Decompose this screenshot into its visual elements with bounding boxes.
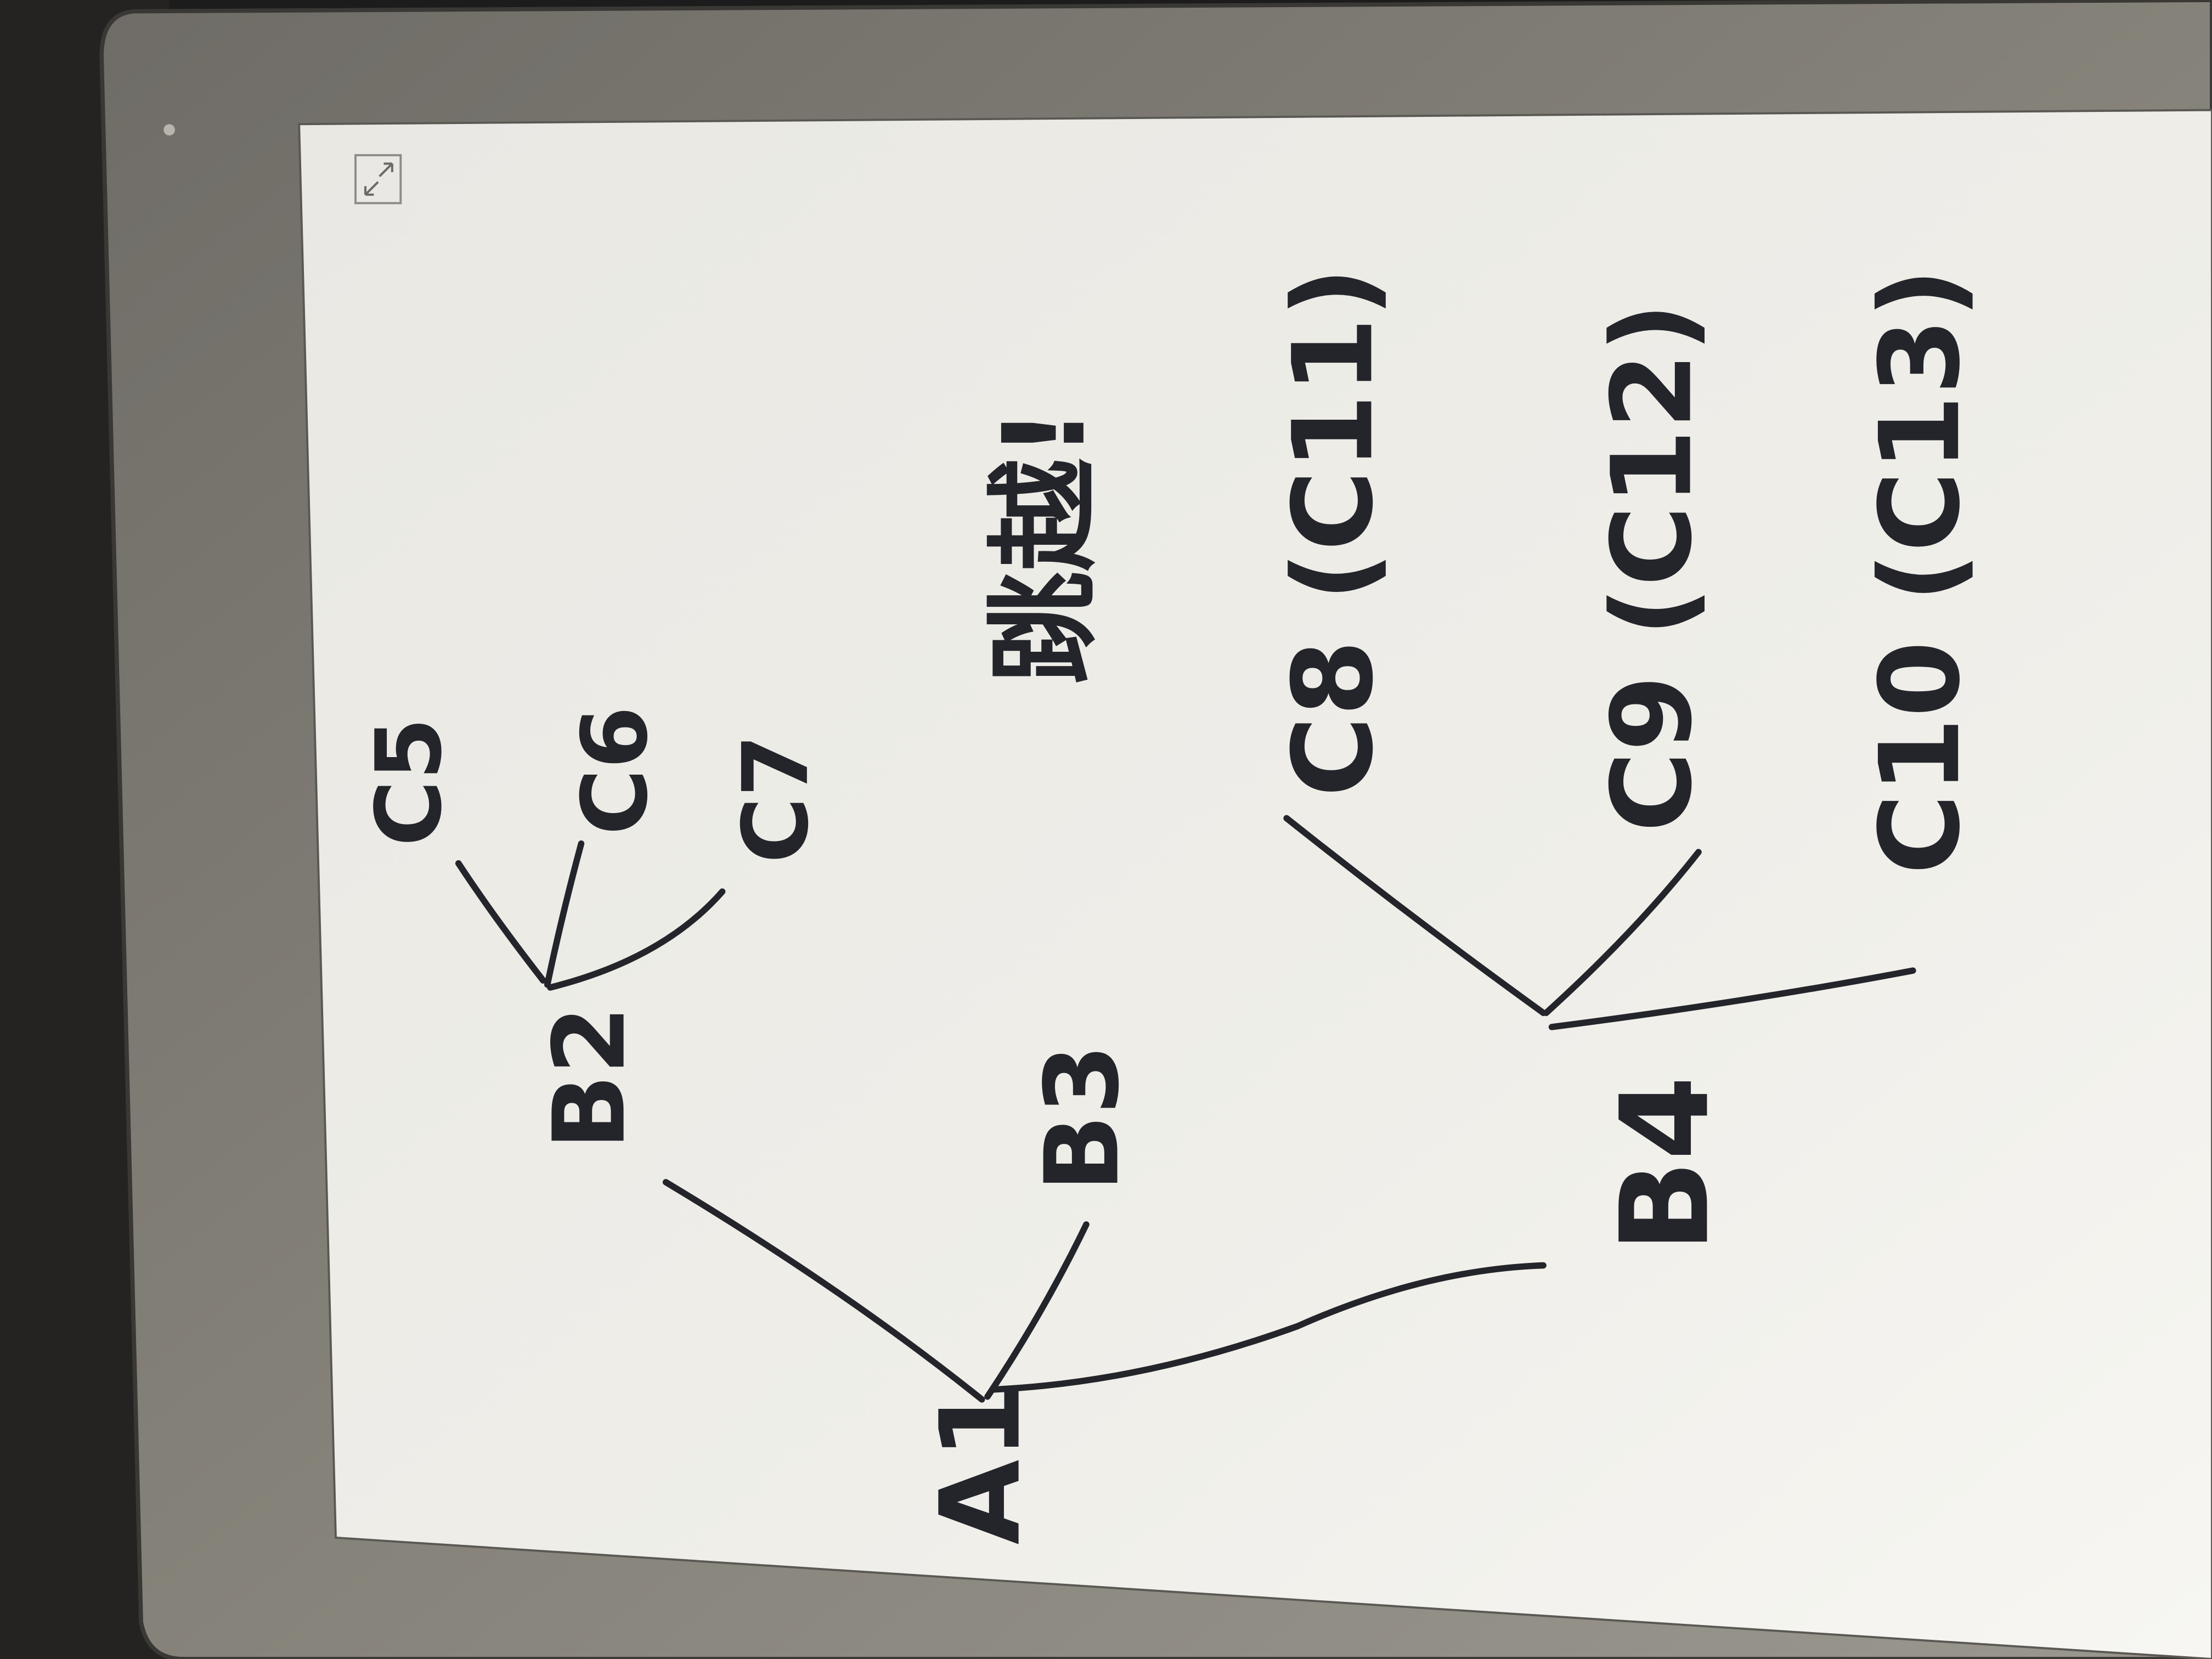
node-b4: B4 [1595, 1076, 1736, 1252]
branch-b2-c6 [544, 840, 585, 988]
branch-b4-c10 [1548, 967, 1916, 1030]
node-b3: B3 [1023, 1044, 1142, 1192]
node-b2: B2 [533, 1006, 647, 1149]
branch-b2-c5 [455, 860, 546, 984]
branch-a1-b3 [984, 1221, 1090, 1400]
branch-a1-b2 [662, 1179, 985, 1403]
tree-branches [455, 815, 1916, 1403]
node-c5: C5 [356, 718, 461, 847]
node-c7: C7 [723, 734, 828, 863]
branch-b2-c7 [547, 888, 726, 991]
collapse-arrows-icon[interactable] [354, 154, 402, 205]
tablet-sensor [163, 124, 175, 136]
node-c6: C6 [562, 706, 668, 835]
branch-b4-c8 [1283, 815, 1547, 1017]
node-a1: A1 [917, 1383, 1045, 1545]
note-text: 跳越! [979, 407, 1110, 684]
node-c8: C8 (C11) [1269, 267, 1397, 797]
branch-b4-c9 [1543, 849, 1702, 1017]
node-c9: C9 (C12) [1589, 302, 1717, 832]
node-c10: C10 (C13) [1857, 268, 1984, 875]
branch-a1-b4 [990, 1262, 1547, 1393]
eink-screen [298, 109, 2212, 1659]
